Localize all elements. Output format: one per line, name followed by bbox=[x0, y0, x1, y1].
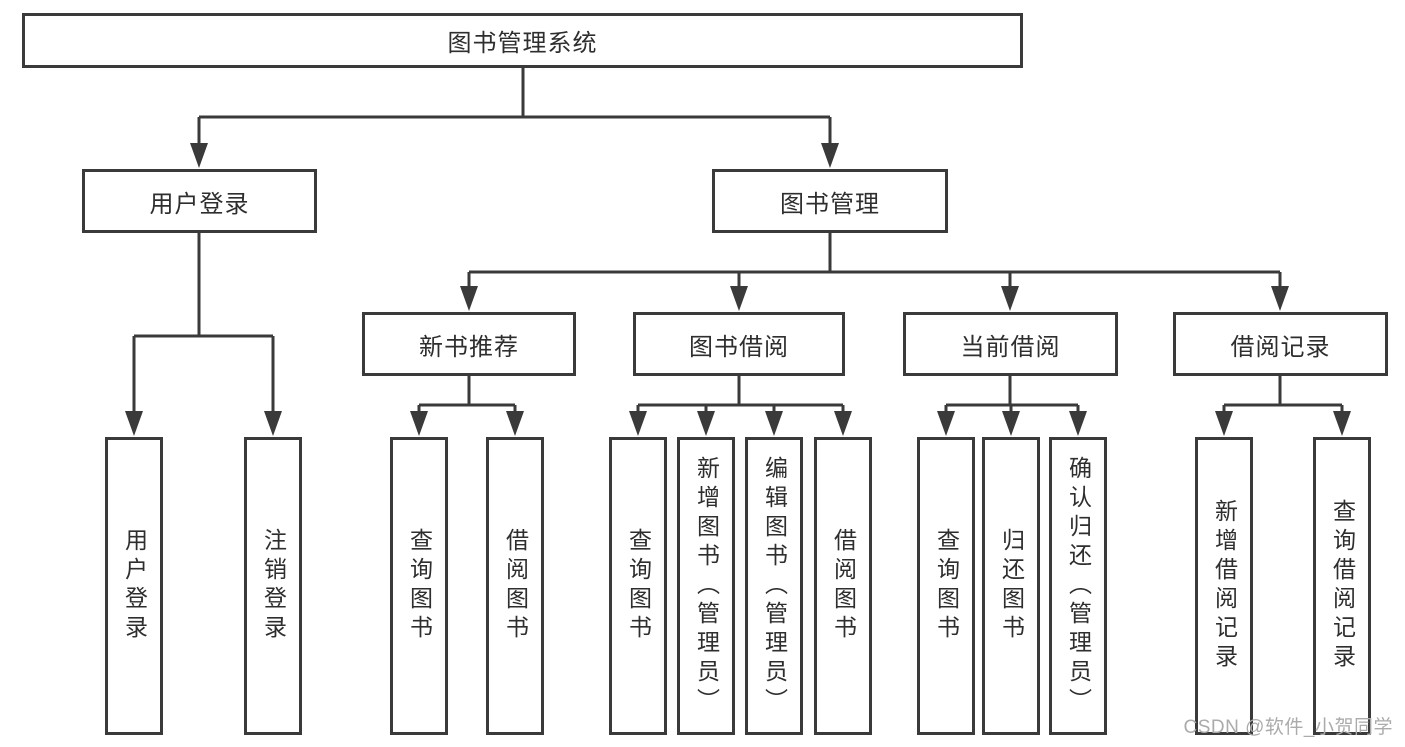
node-borrowing-records: 借阅记录 bbox=[1173, 312, 1388, 376]
leaf-logout: 注销登录 bbox=[244, 437, 302, 735]
node-book-borrowing: 图书借阅 bbox=[633, 312, 845, 376]
connector-new-book-children bbox=[410, 376, 524, 436]
leaf-return-book: 归还图书 bbox=[982, 437, 1040, 735]
node-book-management: 图书管理 bbox=[712, 169, 948, 233]
leaf-add-borrow-record: 新增借阅记录 bbox=[1195, 437, 1253, 735]
leaf-user-login: 用户登录 bbox=[105, 437, 163, 735]
leaf-borrow-books: 借阅图书 bbox=[814, 437, 872, 735]
node-user-login: 用户登录 bbox=[82, 169, 317, 233]
connector-root-to-level2 bbox=[190, 68, 839, 168]
connector-borrow-records-children bbox=[1215, 376, 1351, 436]
leaf-confirm-return-admin: 确认归还（管理员） bbox=[1049, 437, 1107, 735]
csdn-watermark: CSDN @软件_小贺同学 bbox=[1183, 717, 1393, 738]
connector-user-login-children bbox=[125, 233, 282, 436]
connector-book-management-children bbox=[460, 232, 1289, 311]
leaf-borrow-books-recommend: 借阅图书 bbox=[486, 437, 544, 735]
leaf-query-books-current: 查询图书 bbox=[917, 437, 975, 735]
connector-book-borrow-children bbox=[629, 376, 852, 436]
connector-current-borrow-children bbox=[937, 376, 1087, 436]
leaf-query-books-borrow: 查询图书 bbox=[609, 437, 667, 735]
leaf-edit-book-admin: 编辑图书（管理员） bbox=[745, 437, 803, 735]
node-new-book-recommendation: 新书推荐 bbox=[362, 312, 576, 376]
leaf-add-book-admin: 新增图书（管理员） bbox=[677, 437, 735, 735]
leaf-query-borrow-record: 查询借阅记录 bbox=[1313, 437, 1371, 735]
node-current-borrowing: 当前借阅 bbox=[903, 312, 1118, 376]
node-root-system: 图书管理系统 bbox=[22, 13, 1023, 68]
leaf-query-books-recommend: 查询图书 bbox=[390, 437, 448, 735]
